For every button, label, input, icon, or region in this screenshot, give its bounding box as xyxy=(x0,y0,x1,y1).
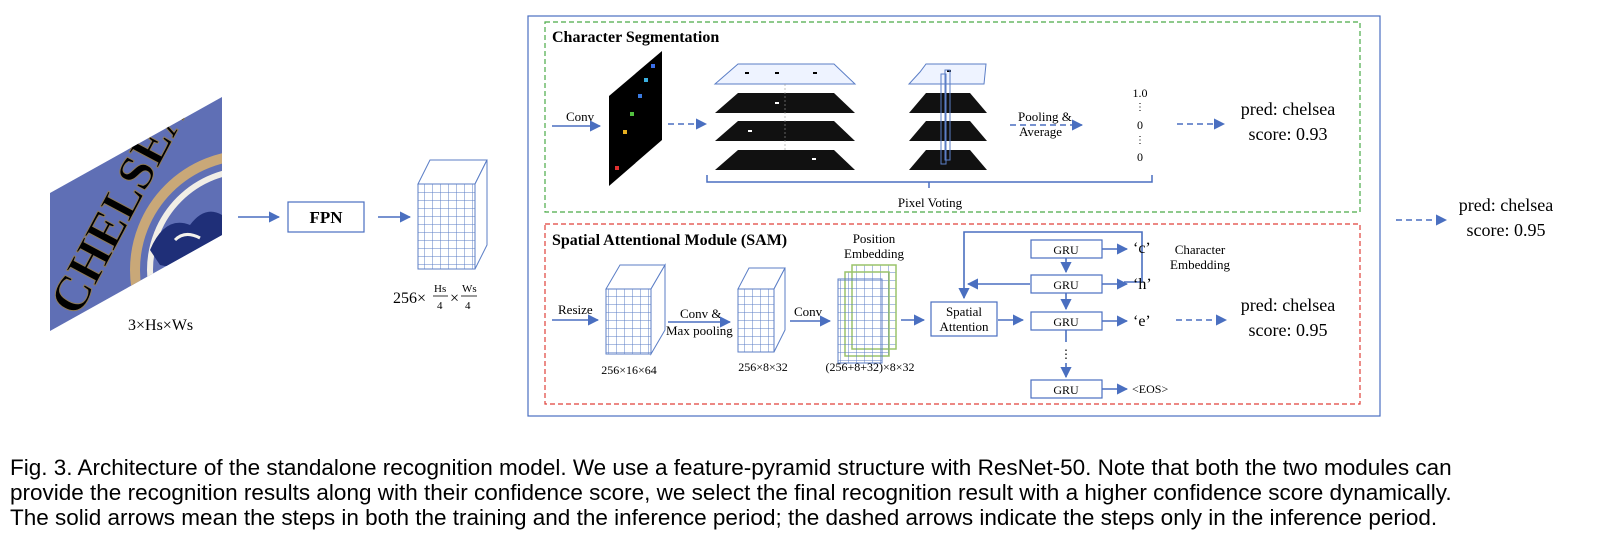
final-pred: pred: chelsea xyxy=(1459,195,1553,215)
final-score: score: 0.95 xyxy=(1467,220,1546,240)
feature-map xyxy=(417,159,488,270)
pos-emb-label-2: Embedding xyxy=(844,246,904,261)
pixel-voting-brace xyxy=(706,175,1153,188)
sam-size-1: 256×16×64 xyxy=(601,363,657,377)
fm-times: × xyxy=(450,290,459,307)
cs-conv-label: Conv xyxy=(566,109,595,124)
sam-size-2: 256×8×32 xyxy=(738,360,788,374)
feature-map-size: 256× xyxy=(393,290,426,307)
caption-line-2: provide the recognition results along wi… xyxy=(10,480,1452,505)
fm-den1: 4 xyxy=(437,300,443,312)
feedback-line-h xyxy=(1124,231,1143,283)
attention-label-1: Spatial xyxy=(946,304,982,319)
conv-pool-label-2: Max pooling xyxy=(666,323,733,338)
sam-pred: pred: chelsea xyxy=(1241,295,1335,315)
segmentation-map xyxy=(609,51,662,186)
fm-num2: Ws xyxy=(462,283,477,295)
vector-value-bottom: 0 xyxy=(1137,150,1143,164)
pooling-label-2: Average xyxy=(1019,124,1062,139)
pooling-label-1: Pooling & xyxy=(1018,109,1072,124)
module-container xyxy=(527,15,1381,417)
gru-cell-1: GRU xyxy=(1030,239,1103,259)
output-h: ‘h’ xyxy=(1133,276,1152,293)
figure-caption: Fig. 3. Architecture of the standalone r… xyxy=(10,455,1600,530)
sam-score: score: 0.95 xyxy=(1249,320,1328,340)
caption-line-3: The solid arrows mean the steps in both … xyxy=(10,505,1438,530)
spatial-attention-box xyxy=(930,301,998,337)
cs-pred: pred: chelsea xyxy=(1241,99,1335,119)
layer-stack-1 xyxy=(713,63,857,170)
gru-label: GRU xyxy=(1053,278,1079,292)
input-size-label: 3×Hs×Ws xyxy=(128,317,193,334)
architecture-diagram: CHELSEA 3×Hs×Ws FPN 256× Hs 4 × Ws 4 Cha… xyxy=(50,15,1553,417)
caption-line-1: Fig. 3. Architecture of the standalone r… xyxy=(10,455,1452,480)
pixel-voting-label: Pixel Voting xyxy=(898,195,963,210)
vector-value-mid: 0 xyxy=(1137,118,1143,132)
conv-pool-label-1: Conv & xyxy=(680,306,722,321)
vector-dots-2: ⋮ xyxy=(1135,135,1145,146)
gru-cell-2: GRU xyxy=(1030,274,1103,294)
output-c: ‘c’ xyxy=(1133,240,1151,257)
attention-label-2: Attention xyxy=(939,319,989,334)
gru-cell-4: GRU xyxy=(1030,379,1103,399)
char-emb-label-2: Embedding xyxy=(1170,257,1230,272)
char-seg-title: Character Segmentation xyxy=(552,29,719,46)
gru-cell-3: GRU xyxy=(1030,311,1103,331)
gru-label: GRU xyxy=(1053,383,1079,397)
layer-stack-2 xyxy=(907,63,987,170)
char-seg-box xyxy=(544,21,1361,213)
char-emb-label-1: Character xyxy=(1175,242,1226,257)
gru-label: GRU xyxy=(1053,315,1079,329)
input-image: CHELSEA xyxy=(50,97,222,331)
output-e: ‘e’ xyxy=(1133,313,1151,330)
sam-grid-1 xyxy=(605,263,666,356)
sam-grid-3 xyxy=(837,264,897,364)
sam-grid-2 xyxy=(737,267,786,353)
sam-size-3: (256+8+32)×8×32 xyxy=(825,360,914,374)
sam-title: Spatial Attentional Module (SAM) xyxy=(552,232,787,249)
gru-dots: ⋮ xyxy=(1060,347,1072,361)
vector-value-top: 1.0 xyxy=(1133,86,1148,100)
pos-emb-label-1: Position xyxy=(853,231,896,246)
sam-box xyxy=(544,223,1361,405)
gru-label: GRU xyxy=(1053,243,1079,257)
vector-dots-1: ⋮ xyxy=(1135,102,1145,113)
fpn-label: FPN xyxy=(309,208,343,227)
sam-conv-label: Conv xyxy=(794,304,823,319)
resize-label: Resize xyxy=(558,302,593,317)
output-eos: <EOS> xyxy=(1132,382,1168,396)
cs-score: score: 0.93 xyxy=(1249,124,1328,144)
fm-num1: Hs xyxy=(434,283,446,295)
feedback-line-c xyxy=(958,231,1136,300)
fm-den2: 4 xyxy=(465,300,471,312)
fpn-box xyxy=(287,201,365,233)
